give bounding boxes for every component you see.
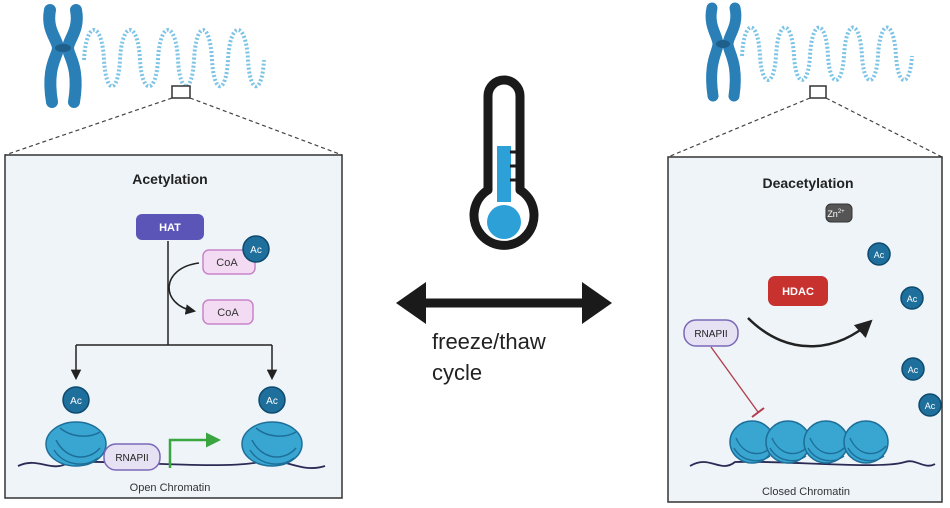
- nucleosome-closed-3-icon: [803, 420, 849, 464]
- svg-text:Ac: Ac: [908, 365, 919, 375]
- hdac-label: HDAC: [782, 286, 814, 298]
- nucleosome-left-icon: [45, 421, 107, 467]
- hat-enzyme: [136, 214, 204, 240]
- rnapii-left-label: RNAPII: [115, 453, 148, 464]
- released-acetyl-4: Ac: [918, 393, 942, 417]
- coa-top-label: CoA: [216, 257, 238, 269]
- zoom-box-right: [809, 85, 827, 99]
- hat-label: HAT: [159, 222, 181, 234]
- freeze-thaw-label-line1: freeze/thaw: [432, 329, 546, 354]
- nucleosome-right-icon: [241, 421, 303, 467]
- transcription-arrow: [168, 432, 221, 468]
- zoom-line-right-b: [825, 97, 943, 158]
- chromosome-right-icon: [705, 2, 742, 102]
- rnapii-right-label: RNAPII: [694, 329, 727, 340]
- coa-bottom-label: CoA: [217, 307, 239, 319]
- nucleosome-closed-4-icon: [843, 420, 889, 464]
- zinc-symbol: Zn: [827, 209, 838, 219]
- rnapii-left: [103, 443, 161, 471]
- freeze-thaw-label-line2: cycle: [432, 360, 482, 385]
- acetyl-group-coa: [242, 235, 270, 263]
- released-acetyl-3: Ac: [901, 357, 925, 381]
- acetyl-left-label: Ac: [70, 396, 82, 407]
- open-chromatin-caption: Open Chromatin: [130, 482, 211, 494]
- inhibition-bar: [751, 407, 765, 418]
- released-acetyl-2: Ac: [900, 286, 924, 310]
- rnapii-right: [683, 319, 739, 347]
- closed-chromatin-caption: Closed Chromatin: [762, 486, 850, 498]
- svg-text:Ac: Ac: [907, 294, 918, 304]
- deacetylation-arrow: [747, 317, 873, 348]
- zoom-line-right-a: [667, 97, 811, 158]
- nucleosome-closed-1-icon: [729, 420, 775, 464]
- zoom-box-left: [171, 85, 191, 99]
- hdac-enzyme: [768, 276, 828, 306]
- svg-text:Ac: Ac: [874, 250, 885, 260]
- acetyl-coa-label: Ac: [250, 245, 262, 256]
- zinc-charge: 2+: [838, 209, 845, 215]
- zinc-ion: [825, 203, 853, 223]
- coa-box: [202, 299, 254, 325]
- closed-dna-line: [689, 460, 936, 467]
- dna-strand-left: [82, 28, 266, 89]
- thermometer-icon: [469, 75, 539, 250]
- inhibition-line: [710, 346, 759, 413]
- double-headed-arrow-icon: [396, 282, 612, 324]
- curved-transfer-arrow: [168, 262, 200, 315]
- acetyl-group-left: [62, 386, 90, 414]
- svg-text:Ac: Ac: [925, 401, 936, 411]
- released-acetyl-1: Ac: [867, 242, 891, 266]
- zinc-label: Zn2+: [827, 209, 845, 219]
- dna-strand-right: [740, 25, 914, 82]
- acetylation-title: Acetylation: [132, 171, 207, 187]
- deacetylation-title: Deacetylation: [762, 175, 853, 191]
- acetyl-right-label: Ac: [266, 396, 278, 407]
- zoom-line-left-b: [189, 97, 343, 156]
- acetyl-group-right: [258, 386, 286, 414]
- chromosome-left-icon: [43, 4, 83, 108]
- zoom-line-left-a: [4, 97, 173, 156]
